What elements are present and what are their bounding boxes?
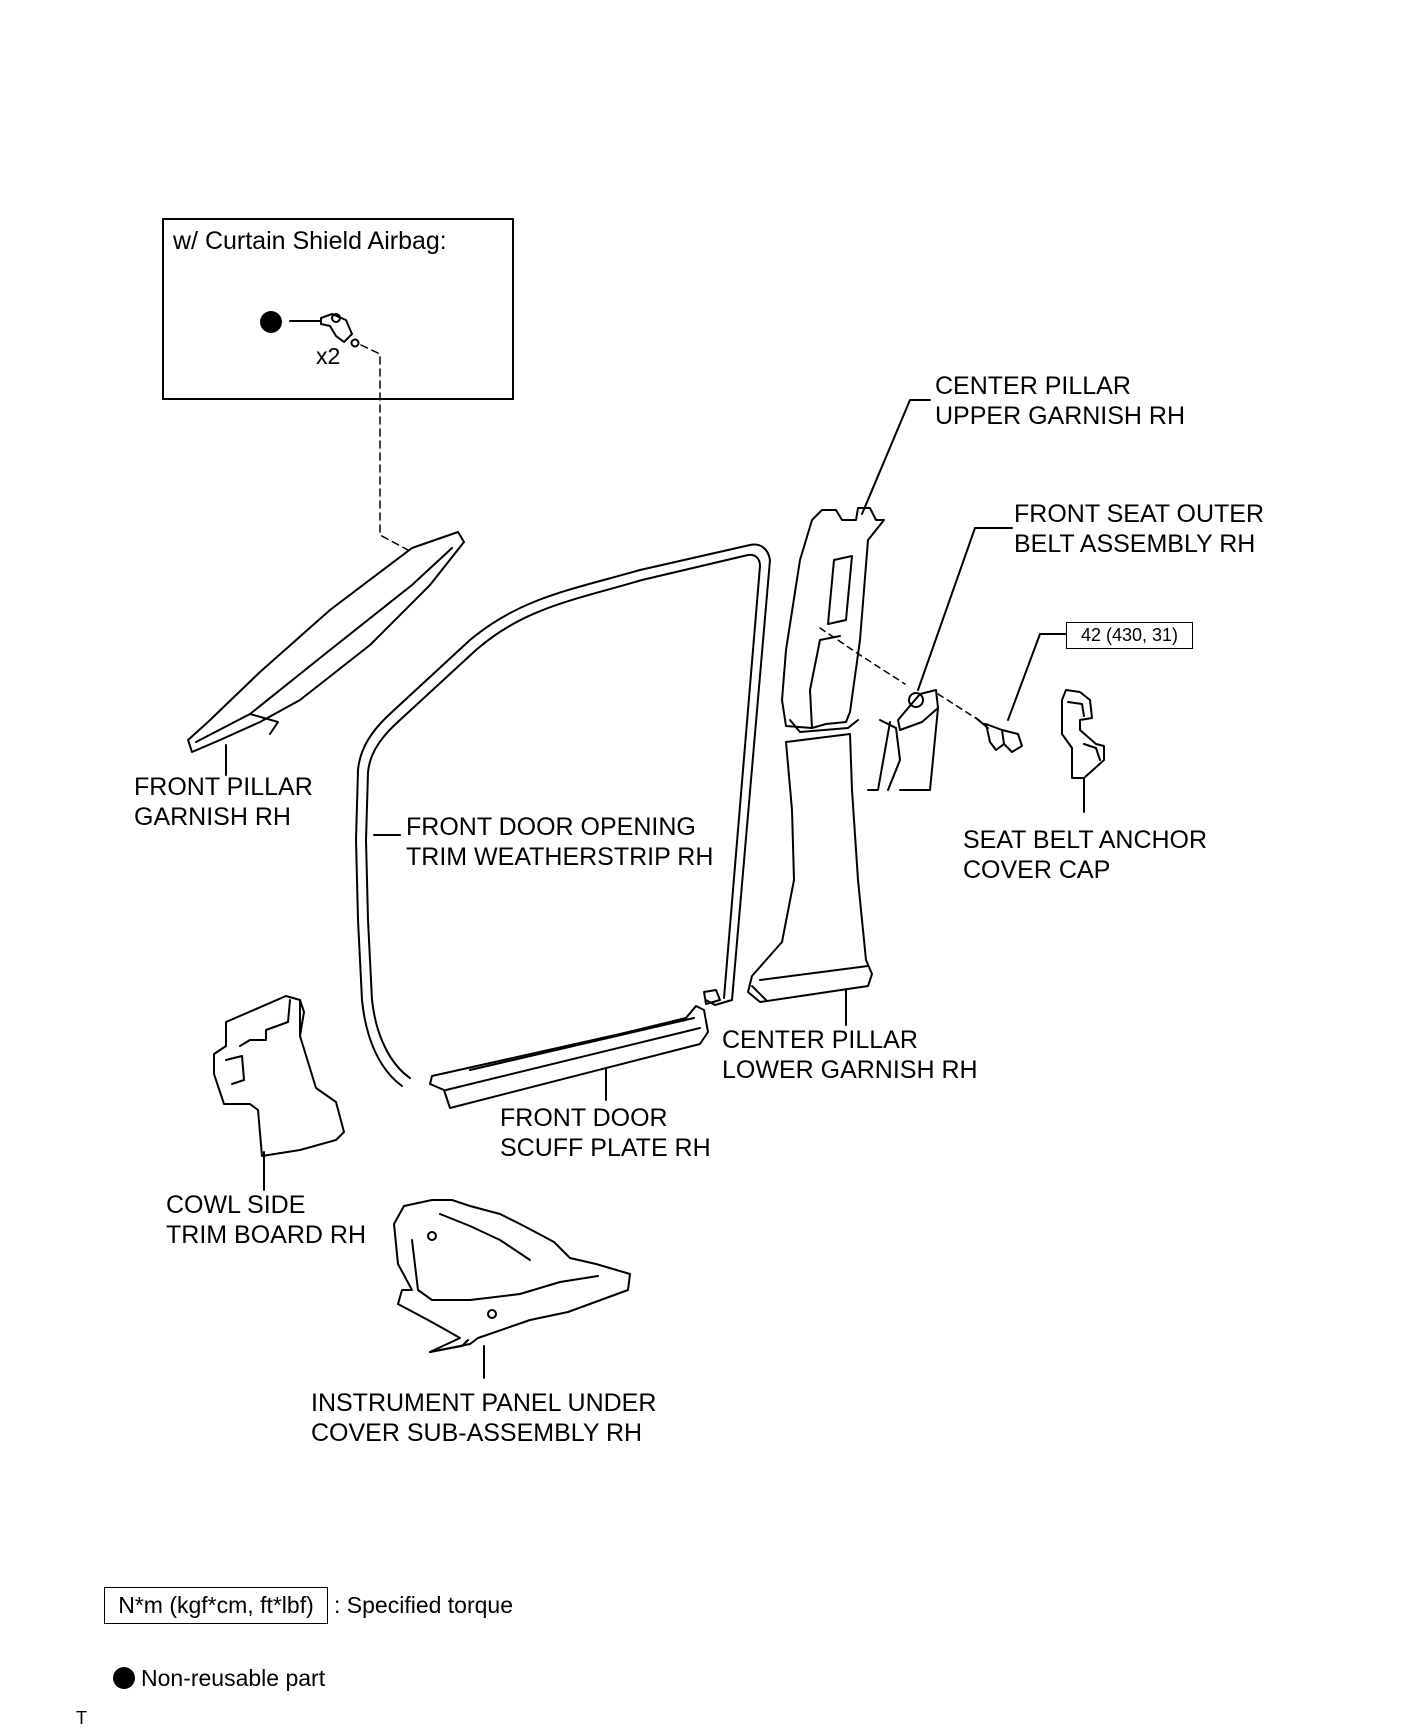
label-front-pillar-garnish: FRONT PILLAR GARNISH RH	[134, 772, 313, 832]
clip-part	[289, 313, 360, 348]
weatherstrip-part	[355, 543, 771, 1087]
label-line: GARNISH RH	[134, 803, 291, 831]
label-line: COWL SIDE	[166, 1191, 306, 1219]
seat-belt-part	[867, 689, 939, 791]
label-center-pillar-upper-garnish: CENTER PILLAR UPPER GARNISH RH	[935, 371, 1185, 431]
label-line: UPPER GARNISH RH	[935, 402, 1186, 430]
label-front-door-opening-trim: FRONT DOOR OPENING TRIM WEATHERSTRIP RH	[406, 812, 713, 872]
label-line: FRONT DOOR OPENING	[406, 813, 696, 841]
label-line: FRONT PILLAR	[134, 773, 313, 801]
under-cover-part	[393, 1199, 631, 1353]
label-front-seat-outer-belt: FRONT SEAT OUTER BELT ASSEMBLY RH	[1014, 499, 1264, 559]
label-cowl-side-trim-board: COWL SIDE TRIM BOARD RH	[166, 1190, 366, 1250]
label-line: TRIM WEATHERSTRIP RH	[406, 843, 714, 871]
label-line: FRONT SEAT OUTER	[1014, 500, 1265, 528]
inset-box	[162, 218, 514, 400]
front-pillar-garnish-part	[187, 531, 465, 753]
center-pillar-upper-leader	[861, 399, 931, 515]
torque-leader	[1007, 633, 1067, 721]
label-seat-belt-anchor-cap: SEAT BELT ANCHOR COVER CAP	[963, 825, 1207, 885]
label-center-pillar-lower-garnish: CENTER PILLAR LOWER GARNISH RH	[722, 1025, 978, 1085]
label-line: CENTER PILLAR	[935, 372, 1131, 400]
label-line: SEAT BELT ANCHOR	[963, 826, 1208, 854]
non-reusable-dot	[260, 311, 282, 333]
corner-mark: T	[76, 1708, 87, 1728]
label-line: INSTRUMENT PANEL UNDER	[311, 1389, 657, 1417]
legend-non-reusable-text: Non-reusable part	[141, 1665, 326, 1691]
belt-dash	[819, 627, 906, 685]
scuff-plate-part	[429, 1005, 709, 1109]
label-line: SCUFF PLATE RH	[500, 1134, 711, 1162]
label-line: TRIM BOARD RH	[166, 1221, 366, 1249]
label-line: COVER CAP	[963, 856, 1111, 884]
legend-torque-box: N*m (kgf*cm, ft*lbf)	[104, 1587, 328, 1624]
inset-title: w/ Curtain Shield Airbag:	[173, 227, 447, 255]
center-pillar-lower-part	[747, 733, 873, 1003]
label-front-door-scuff-plate: FRONT DOOR SCUFF PLATE RH	[500, 1103, 711, 1163]
clip-leader	[360, 344, 409, 551]
label-instrument-panel-under-cover: INSTRUMENT PANEL UNDER COVER SUB-ASSEMBL…	[311, 1388, 656, 1448]
torque-spec-box: 42 (430, 31)	[1066, 622, 1193, 649]
anchor-cap-part	[1061, 689, 1105, 779]
label-line: LOWER GARNISH RH	[722, 1056, 978, 1084]
center-pillar-upper-part	[781, 507, 885, 733]
legend-torque-text: : Specified torque	[334, 1592, 514, 1618]
label-line: COVER SUB-ASSEMBLY RH	[311, 1419, 643, 1447]
label-line: BELT ASSEMBLY RH	[1014, 530, 1256, 558]
bolt-part	[975, 717, 1023, 753]
label-line: CENTER PILLAR	[722, 1026, 918, 1054]
legend-non-reusable-dot	[113, 1667, 135, 1689]
cowl-side-part	[213, 995, 345, 1157]
quantity-label: x2	[316, 343, 341, 369]
label-line: FRONT DOOR	[500, 1104, 668, 1132]
belt-leader	[917, 527, 1013, 691]
